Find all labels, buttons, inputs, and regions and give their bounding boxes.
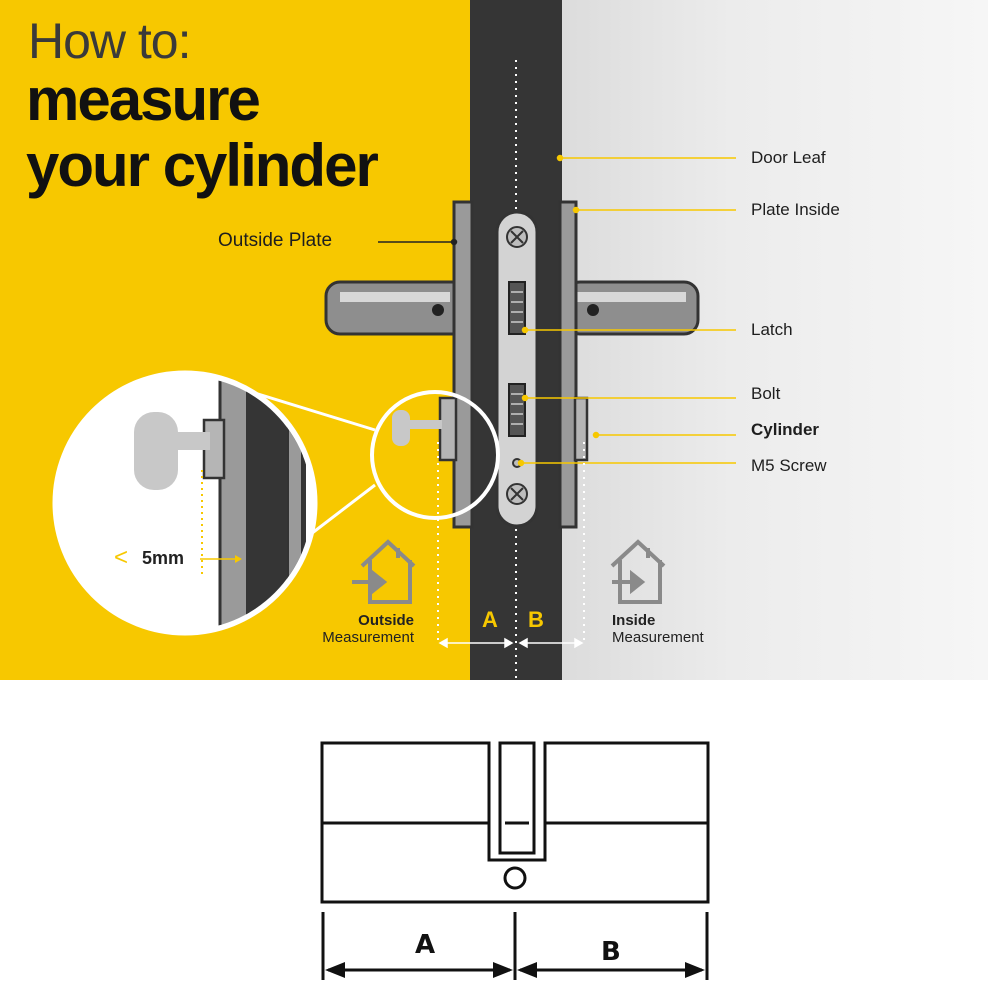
inside-plate xyxy=(558,200,578,529)
bolt-label: Bolt xyxy=(751,384,781,403)
inside-house-icon xyxy=(610,539,666,604)
cylinder-inside-end xyxy=(573,396,589,462)
measure-diagram-panel: How to: measure your cylinder Outside Pl… xyxy=(0,0,988,680)
cam-slot xyxy=(498,741,536,855)
zoom-callout xyxy=(52,370,318,636)
less-than-sign: < xyxy=(114,544,129,571)
measure-b-label: B xyxy=(528,607,544,632)
cylinder-label: Cylinder xyxy=(751,420,820,439)
outside-house-icon xyxy=(352,539,416,604)
dimension-arrows xyxy=(438,637,584,649)
inside-measurement-line1: Inside xyxy=(612,612,656,629)
bolt xyxy=(508,383,526,437)
cylinder-technical-drawing xyxy=(320,741,710,980)
latch-label: Latch xyxy=(751,320,793,339)
cylinder-a-label: A xyxy=(415,930,436,960)
door-leaf-label: Door Leaf xyxy=(751,148,826,167)
five-mm-label: 5mm xyxy=(142,548,185,568)
fixing-screw-hole xyxy=(503,866,527,890)
inside-measurement-line2: Measurement xyxy=(612,629,704,647)
plate-inside-label: Plate Inside xyxy=(751,200,840,219)
inside-measurement-label: Inside Measurement xyxy=(612,612,704,647)
outside-measurement-line2: Measurement xyxy=(322,629,414,647)
inside-background xyxy=(562,0,988,680)
outside-plate-leader xyxy=(378,238,458,246)
inside-handle xyxy=(564,280,700,336)
lock-illustration xyxy=(52,60,736,680)
outside-handle xyxy=(324,280,468,336)
leader-lines xyxy=(517,154,736,467)
outside-measurement-label: Outside Measurement xyxy=(316,612,414,647)
m5-screw-label: M5 Screw xyxy=(751,456,827,475)
small-key xyxy=(392,410,442,446)
outside-plate xyxy=(452,200,474,529)
title-measure: measure xyxy=(26,66,261,133)
cylinder-b-label: B xyxy=(601,937,621,967)
measure-a-label: A xyxy=(482,607,498,632)
magnifier-target xyxy=(370,390,500,520)
dimension-arrowheads xyxy=(325,962,705,978)
latch xyxy=(508,281,526,335)
outside-plate-label: Outside Plate xyxy=(218,230,333,251)
cylinder-outside-end xyxy=(438,396,458,462)
title-your-cylinder: your cylinder xyxy=(26,132,379,199)
cylinder-outline xyxy=(320,741,710,904)
outside-measurement-line1: Outside xyxy=(358,612,414,629)
title-how-to: How to: xyxy=(28,13,192,69)
lock-forend xyxy=(495,210,539,528)
